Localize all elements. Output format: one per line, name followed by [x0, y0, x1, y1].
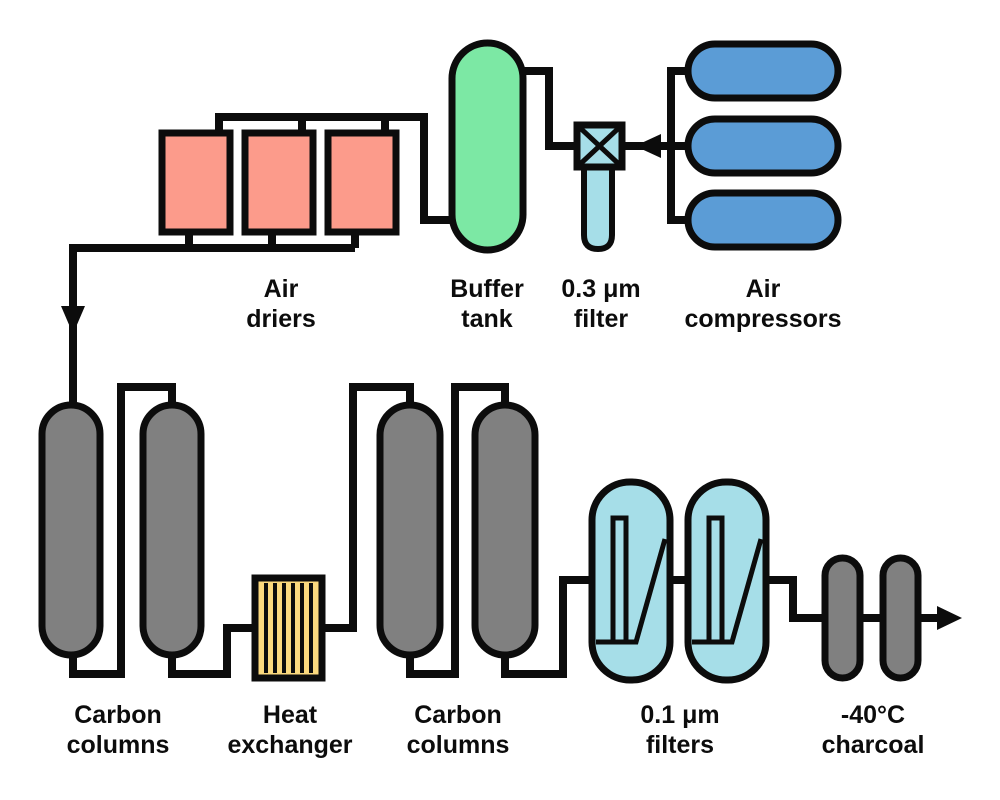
- label-buffer-tank: tank: [461, 305, 513, 333]
- pipe-column3-to-column4: [406, 383, 509, 678]
- labels: Air driers Buffer tank 0.3 μm filter Air…: [67, 275, 925, 759]
- air-driers: [158, 129, 400, 236]
- air-drier-vessel: [241, 129, 317, 236]
- label-air-driers: driers: [246, 305, 315, 333]
- pipe-exchanger-to-column3: [318, 383, 414, 632]
- label-carbon-columns-right: columns: [407, 731, 510, 759]
- filter-element-tube: [581, 162, 615, 253]
- air-drier-vessel: [324, 129, 400, 236]
- pipe-filters-to-charcoal: [764, 576, 830, 622]
- label-air-compressors: Air: [746, 275, 781, 303]
- label-buffer-tank: Buffer: [450, 275, 524, 303]
- buffer-tank-vessel: [448, 39, 527, 254]
- air-compressor-vessel: [684, 115, 842, 177]
- label-filters-01um: filters: [646, 731, 714, 759]
- air-compressor-vessel: [684, 40, 842, 102]
- flow-arrow-left-icon: [635, 134, 661, 158]
- flow-arrow-right-icon: [937, 606, 962, 630]
- flow-arrow-down-icon: [61, 306, 85, 334]
- label-filter-03um: filter: [574, 305, 628, 333]
- carbon-column-vessel: [139, 401, 205, 659]
- carbon-columns-right: [376, 401, 539, 659]
- charcoal-trap-vessel: [879, 554, 922, 682]
- heat-exchanger-fins: [264, 583, 313, 673]
- label-air-driers: Air: [264, 275, 299, 303]
- label-filters-01um: 0.1 μm: [640, 701, 719, 729]
- membrane-filters-01um: [588, 478, 770, 684]
- label-filter-03um: 0.3 μm: [561, 275, 640, 303]
- label-carbon-columns-right: Carbon: [414, 701, 502, 729]
- label-charcoal: charcoal: [822, 731, 925, 759]
- heat-exchanger: [251, 574, 326, 682]
- carbon-columns-left: [38, 401, 205, 659]
- filter-cartridge-icon: [692, 515, 764, 645]
- pipe-filter-to-buffer-tank: [521, 67, 579, 150]
- filter-cartridge-icon: [596, 515, 668, 645]
- label-carbon-columns-left: Carbon: [74, 701, 162, 729]
- air-compressor-vessel: [684, 189, 842, 251]
- carbon-column-vessel: [376, 401, 444, 659]
- label-air-compressors: compressors: [684, 305, 841, 333]
- air-drier-vessel: [158, 129, 234, 236]
- label-heat-exchanger: Heat: [263, 701, 318, 729]
- pipe-column1-to-column2: [69, 383, 176, 678]
- label-heat-exchanger: exchanger: [227, 731, 352, 759]
- air-compressors: [684, 40, 842, 251]
- label-charcoal: -40°C: [841, 701, 905, 729]
- pipe-column2-to-exchanger: [168, 624, 260, 678]
- charcoal-trap-vessel: [821, 554, 864, 682]
- pipe-driers-outlet-manifold: [69, 230, 359, 410]
- label-carbon-columns-left: columns: [67, 731, 170, 759]
- carbon-column-vessel: [38, 401, 104, 659]
- filter-valve-cross-icon: [575, 123, 624, 169]
- pipe-column4-to-filters: [501, 576, 598, 678]
- membrane-filter-vessel: [684, 478, 770, 684]
- membrane-filter-vessel: [588, 478, 674, 684]
- charcoal-traps: [821, 554, 922, 682]
- particulate-filter-03um: [573, 121, 626, 253]
- carbon-column-vessel: [471, 401, 539, 659]
